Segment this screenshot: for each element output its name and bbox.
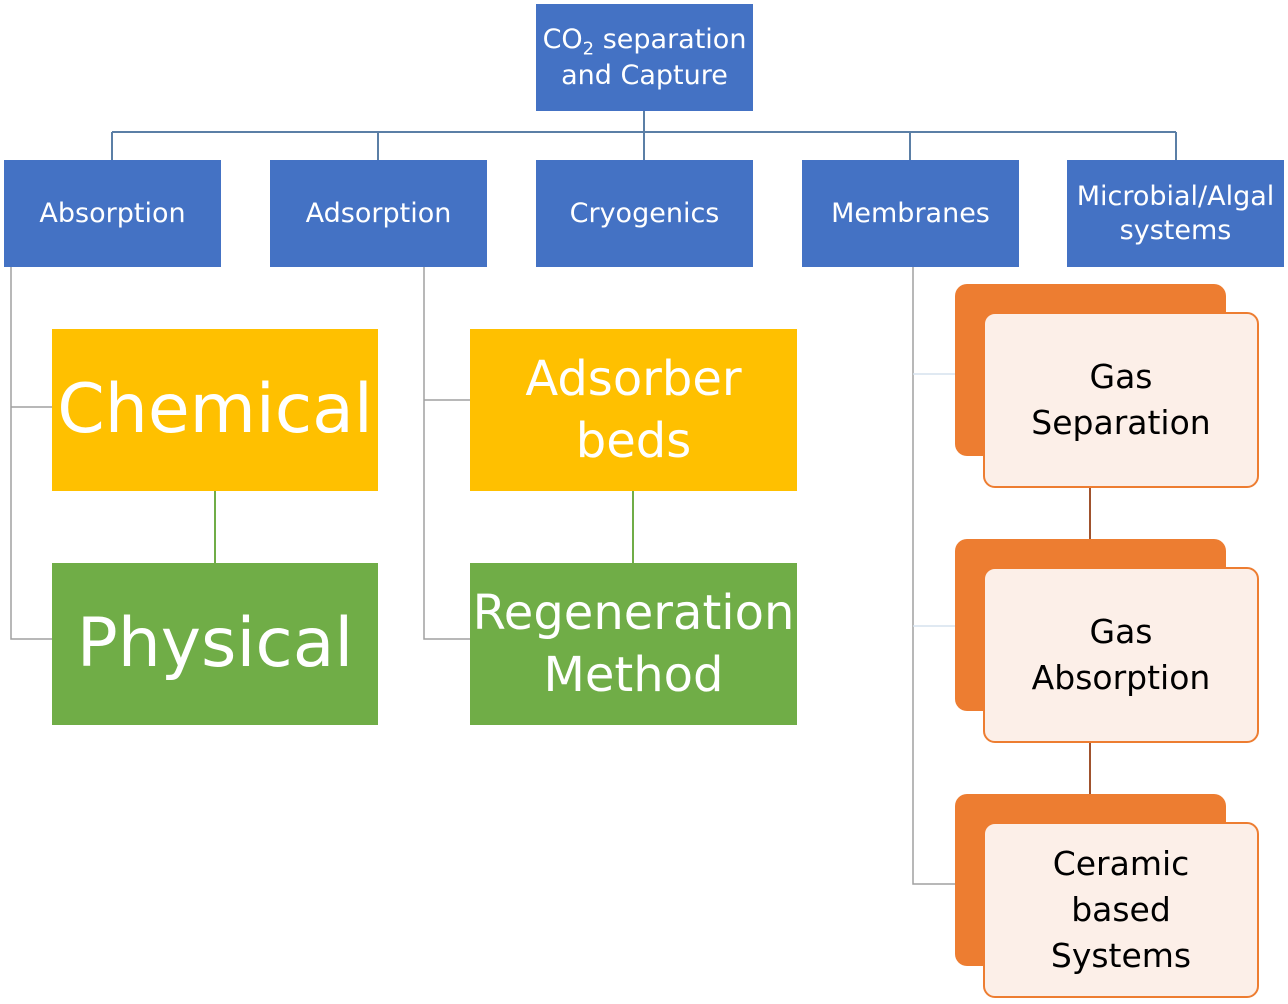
absorption-branch (10, 267, 52, 640)
adsorption-branch (423, 267, 470, 640)
root-line-1: CO2 separation (543, 22, 747, 58)
node-label-line-2: based (1071, 890, 1171, 929)
node-label: Chemical (57, 370, 373, 449)
node-chemical: Chemical (52, 329, 378, 491)
node-gas-absorption: Gas Absorption (983, 567, 1259, 743)
root-co: CO (542, 23, 583, 55)
category-cryogenics: Cryogenics (536, 160, 753, 267)
node-gas-separation: Gas Separation (983, 312, 1259, 488)
node-label-line-2: Separation (1031, 403, 1211, 442)
node-label-line-1: Gas (1089, 357, 1153, 396)
node-adsorber-beds: Adsorber beds (470, 329, 797, 491)
root-subscript: 2 (582, 37, 595, 59)
category-adsorption: Adsorption (270, 160, 487, 267)
category-label: Microbial/Algal systems (1076, 180, 1275, 246)
category-label: Cryogenics (569, 197, 720, 229)
category-label: Absorption (39, 197, 186, 229)
node-ceramic-based-systems: Ceramic based Systems (983, 822, 1259, 998)
category-membranes: Membranes (802, 160, 1019, 267)
node-regeneration-method: Regeneration Method (470, 563, 797, 725)
node-label-line-1: Regeneration (472, 585, 795, 641)
node-label-line-2: Method (543, 647, 724, 703)
category-absorption: Absorption (4, 160, 221, 267)
membranes-branch (912, 267, 955, 885)
category-label: Adsorption (305, 197, 452, 229)
node-label-line-3: Systems (1050, 936, 1192, 975)
category-microbial-algal: Microbial/Algal systems (1067, 160, 1284, 267)
root-node: CO2 separation and Capture (536, 4, 753, 111)
root-line-2: and Capture (561, 59, 728, 91)
category-label: Membranes (831, 197, 990, 229)
node-label-line-1: Adsorber (525, 351, 742, 407)
node-label-line-1: Gas (1089, 612, 1153, 651)
node-label-line-2: beds (575, 413, 692, 469)
node-label-line-2: Absorption (1031, 658, 1211, 697)
node-physical: Physical (52, 563, 378, 725)
root-separation: separation (594, 23, 747, 55)
node-label-line-1: Ceramic (1052, 844, 1190, 883)
node-label: Physical (76, 604, 354, 683)
